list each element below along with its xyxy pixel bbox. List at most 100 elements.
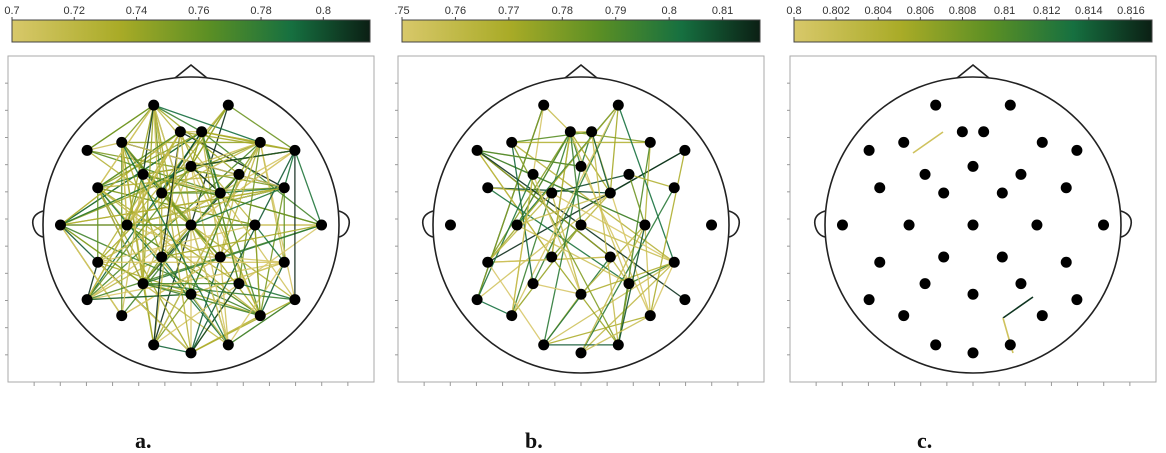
electrode-node	[978, 126, 990, 138]
electrode-node	[249, 219, 261, 231]
electrode-node	[1060, 182, 1072, 194]
edge	[259, 187, 285, 316]
electrode-node	[546, 251, 558, 263]
electrode-node	[222, 99, 234, 111]
electrode-node	[482, 182, 494, 194]
electrode-node	[644, 310, 656, 322]
edge	[551, 256, 619, 346]
edge	[477, 149, 582, 168]
electrode-node	[586, 126, 598, 138]
electrode-node	[938, 187, 950, 199]
electrode-node	[196, 126, 208, 138]
edge	[644, 142, 651, 226]
electrode-node	[81, 294, 93, 306]
edge	[121, 142, 128, 226]
colorbar-tick-label: 0.74	[126, 5, 147, 17]
edge	[294, 150, 323, 226]
edge	[570, 131, 651, 144]
electrode-node	[1060, 256, 1072, 268]
edge	[190, 150, 296, 354]
edge	[580, 315, 651, 354]
edge	[97, 187, 256, 226]
electrode-node	[874, 256, 886, 268]
electrode-node	[1031, 219, 1043, 231]
electrode-node	[898, 136, 910, 148]
electrode-node	[575, 288, 587, 300]
edge	[283, 150, 296, 188]
edge	[487, 149, 686, 263]
edge	[617, 104, 675, 263]
edge	[543, 314, 651, 346]
edge	[476, 174, 534, 300]
edge	[86, 262, 99, 300]
edge	[121, 141, 192, 226]
electrode-node	[174, 126, 186, 138]
head-circle	[824, 76, 1122, 374]
electrode-node	[956, 126, 968, 138]
edge	[649, 262, 675, 316]
electrode-node	[1098, 219, 1110, 231]
frame-border	[397, 55, 765, 383]
electrode-node	[919, 168, 931, 180]
electrode-node	[92, 182, 104, 194]
edge	[201, 131, 296, 152]
edge	[543, 256, 611, 346]
edge	[220, 187, 285, 194]
edge	[121, 174, 144, 316]
edge	[190, 166, 229, 346]
plot-frame	[5, 55, 375, 386]
electrode-node	[289, 294, 301, 306]
colorbar-tick-label: 0.72	[64, 5, 85, 17]
edge	[551, 192, 675, 263]
electrode-node	[214, 251, 226, 263]
left-ear	[31, 210, 44, 238]
edge	[238, 282, 296, 301]
electrode-node	[930, 99, 942, 111]
electrode-nodes	[836, 99, 1110, 359]
electrode-node	[116, 136, 128, 148]
colorbar-tick-label: .75	[394, 5, 409, 17]
edge	[59, 224, 123, 316]
colorbar-tick-label: 0.77	[498, 5, 519, 17]
colorbar-gradient	[793, 19, 1153, 43]
edge	[254, 224, 285, 263]
edge	[201, 131, 240, 284]
edge	[97, 131, 181, 189]
edge	[153, 131, 181, 345]
electrode-node	[278, 182, 290, 194]
electrode-node	[1015, 168, 1027, 180]
edge	[580, 131, 593, 167]
electrode-node	[706, 219, 718, 231]
edge	[97, 165, 192, 263]
edge	[190, 174, 240, 295]
edge	[153, 104, 240, 175]
edge	[580, 261, 675, 354]
edge	[153, 105, 192, 353]
electrode-node	[506, 310, 518, 322]
electrode-node	[137, 168, 149, 180]
head-outline	[31, 63, 351, 374]
edge	[649, 150, 686, 316]
edge	[190, 131, 203, 167]
edge	[142, 105, 155, 175]
edge	[86, 104, 155, 151]
electrode-node	[967, 219, 979, 231]
edge	[142, 224, 192, 285]
edge	[569, 131, 630, 284]
colorbar-tick-label: 0.78	[552, 5, 573, 17]
colorbar-tick-label: 0.81	[712, 5, 733, 17]
edge	[97, 261, 192, 354]
edge	[511, 224, 582, 316]
colorbar-tick-label: 0.802	[822, 5, 850, 17]
nose	[564, 63, 598, 79]
electrode-node	[575, 160, 587, 172]
colorbar-tick-label: 0.804	[864, 5, 892, 17]
edge	[254, 224, 261, 316]
edge	[153, 293, 192, 346]
edge	[543, 166, 582, 346]
edge	[142, 283, 155, 345]
edge	[161, 224, 322, 258]
electrode-node	[836, 219, 848, 231]
electrode-node	[137, 278, 149, 290]
